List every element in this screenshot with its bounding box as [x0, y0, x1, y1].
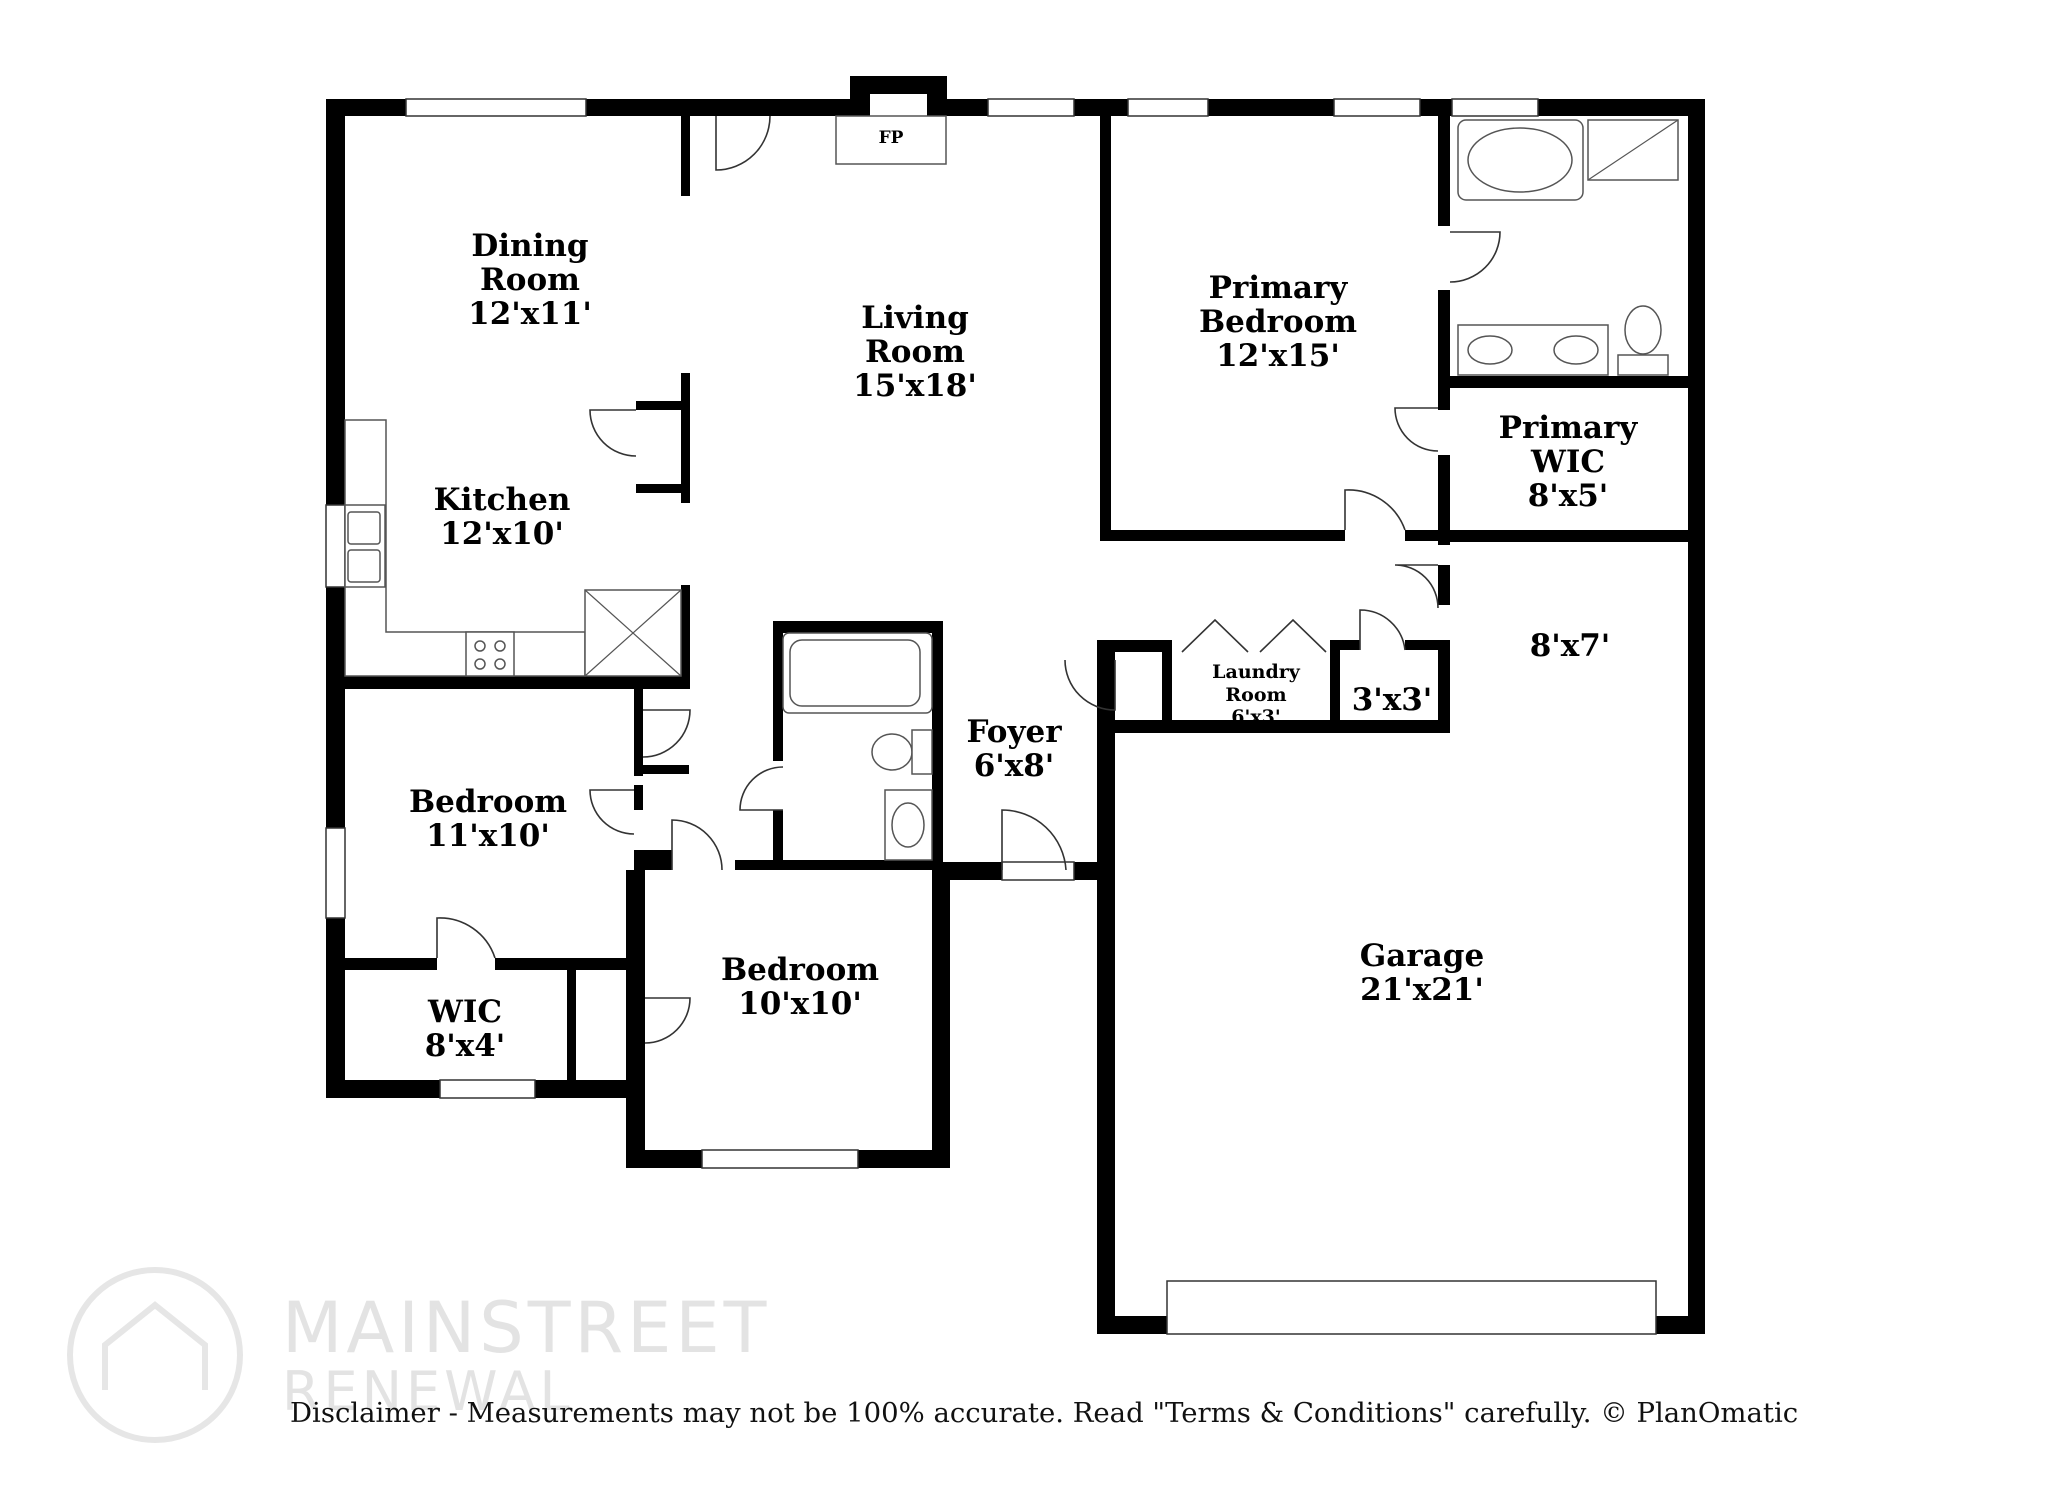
- window: [1127, 98, 1209, 117]
- room-primary-bedroom: Primary Bedroom 12'x15': [1199, 270, 1357, 374]
- room-name: Room: [1225, 684, 1286, 706]
- window: [405, 98, 587, 117]
- toilet: [1617, 354, 1669, 376]
- room-bedroom-3: Bedroom 10'x10': [721, 952, 879, 1022]
- watermark-line2: RENEWAL: [282, 1360, 574, 1423]
- garage-door: [1166, 1280, 1657, 1335]
- room-size: 12'x15': [1216, 338, 1340, 374]
- room-size: 12'x10': [440, 516, 564, 552]
- room-name: WIC: [1530, 444, 1605, 480]
- room-size: 6'x8': [974, 748, 1055, 784]
- room-wic: WIC 8'x4': [425, 994, 506, 1064]
- window: [325, 827, 346, 919]
- room-name: Foyer: [966, 714, 1062, 750]
- doors: [436, 115, 1501, 1044]
- room-size: 3'x3': [1352, 682, 1433, 718]
- window: [1001, 861, 1075, 881]
- room-name: Kitchen: [434, 482, 571, 518]
- room-size: 10'x10': [738, 986, 862, 1022]
- room-size: 8'x7': [1530, 628, 1611, 664]
- window: [439, 1079, 536, 1099]
- fireplace-label: FP: [879, 128, 904, 148]
- room-foyer: Foyer 6'x8': [966, 714, 1062, 784]
- room-garage: Garage 21'x21': [1360, 938, 1484, 1008]
- toilet: [871, 733, 913, 771]
- window: [1333, 98, 1421, 117]
- windows: [325, 98, 1657, 1335]
- room-name: Dining: [471, 228, 588, 264]
- room-living: Living Room 15'x18': [853, 300, 977, 404]
- room-primary-wic: Primary WIC 8'x5': [1499, 410, 1639, 514]
- room-closet: 3'x3': [1352, 682, 1433, 718]
- room-size: 12'x11': [468, 296, 592, 332]
- room-size: 8'x5': [1528, 478, 1609, 514]
- room-name: Primary: [1499, 410, 1639, 446]
- room-size: 6'x3': [1231, 706, 1280, 728]
- watermark-house-icon: [102, 1301, 208, 1390]
- room-size: 15'x18': [853, 368, 977, 404]
- room-name: Laundry: [1212, 661, 1301, 683]
- window: [325, 504, 346, 588]
- window: [987, 98, 1075, 117]
- fireplace: [835, 115, 947, 165]
- stove: [465, 631, 515, 677]
- room-dining: Dining Room 12'x11': [468, 228, 592, 332]
- room-name: WIC: [427, 994, 502, 1030]
- room-kitchen: Kitchen 12'x10': [434, 482, 571, 552]
- room-size: 21'x21': [1360, 972, 1484, 1008]
- window: [701, 1149, 859, 1169]
- room-laundry: Laundry Room 6'x3': [1212, 661, 1301, 728]
- room-storage: 8'x7': [1530, 628, 1611, 664]
- watermark-line1: MAINSTREET: [282, 1287, 770, 1369]
- room-name: Garage: [1360, 938, 1484, 974]
- fixtures: FP: [344, 115, 1679, 861]
- room-labels: Dining Room 12'x11' Living Room 15'x18' …: [409, 228, 1638, 1064]
- room-name: Room: [865, 334, 965, 370]
- room-bedroom-2: Bedroom 11'x10': [409, 784, 567, 854]
- room-size: 8'x4': [425, 1028, 506, 1064]
- watermark: MAINSTREET RENEWAL: [67, 1267, 770, 1443]
- room-name: Room: [480, 262, 580, 298]
- room-name: Bedroom: [721, 952, 879, 988]
- window: [1451, 98, 1539, 117]
- room-name: Living: [861, 300, 969, 336]
- room-name: Bedroom: [409, 784, 567, 820]
- room-size: 11'x10': [426, 818, 550, 854]
- watermark-logo-icon: [67, 1267, 243, 1443]
- disclaimer: Disclaimer - Measurements may not be 100…: [290, 1397, 1798, 1429]
- room-name: Primary: [1209, 270, 1349, 306]
- room-name: Bedroom: [1199, 304, 1357, 340]
